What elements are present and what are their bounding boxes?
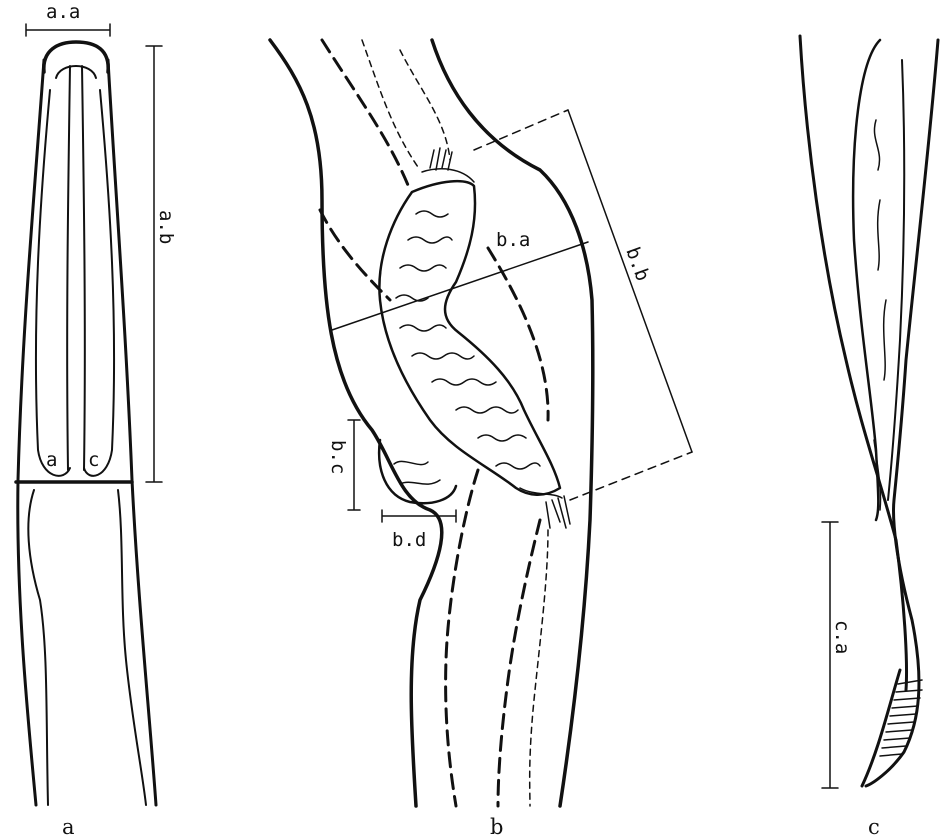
panel-a-gland-a <box>36 90 70 476</box>
panel-c-body-inner-right <box>888 60 904 500</box>
measure-b-c-label: b.c <box>327 440 349 474</box>
panel-a-inner-label-c: c <box>88 449 99 471</box>
panel-b-dashed-lower-3 <box>530 530 548 806</box>
measure-c-a-bar <box>822 522 838 788</box>
measure-c-a-label: c.a <box>831 620 853 654</box>
panel-c-tail-edge <box>862 670 900 786</box>
panel-b-dashed-lower-1 <box>446 470 478 806</box>
panel-c-body-inner-left <box>853 40 880 520</box>
panel-b-dashed-inner-2 <box>362 40 450 170</box>
measure-a-a-bar <box>26 24 110 36</box>
panel-a-gland-c <box>84 90 114 476</box>
panel-a-body-outline-right <box>108 60 156 805</box>
measure-b-d-label: b.d <box>392 529 426 551</box>
measure-a-b-bar <box>146 46 162 482</box>
panel-b-dashed-lower-2 <box>498 520 540 806</box>
panel-a-head-cap <box>44 42 108 72</box>
panel-c-body-outline-right <box>866 40 938 786</box>
panel-b: b.b b.a b.c b.d b <box>270 40 692 839</box>
panel-b-body-outline-left <box>270 40 442 806</box>
panel-b-tail-bulge <box>379 440 456 503</box>
panel-b-dashed-inner-1 <box>322 40 410 190</box>
panel-a-inner-label-a: a <box>46 449 57 471</box>
panel-b-label: b <box>490 815 503 839</box>
panel-a-label: a <box>62 815 75 839</box>
panel-c: c.a c <box>800 36 938 839</box>
measure-b-a-label: b.a <box>496 229 530 251</box>
panel-a-inner-cap <box>56 66 96 78</box>
measure-a-b-label: a.b <box>155 210 177 244</box>
panel-a: a.a a.b a c a <box>16 1 177 839</box>
panel-a-body-outline <box>18 60 44 805</box>
measure-b-d-bar <box>382 510 456 522</box>
measure-b-b-bar <box>568 110 692 452</box>
measure-b-b-label: b.b <box>621 244 653 284</box>
measure-a-a-label: a.a <box>46 1 80 23</box>
panel-c-label: c <box>868 815 880 839</box>
panel-b-spicule-tip-upper <box>422 148 474 182</box>
measure-b-a-bar <box>332 242 588 330</box>
panel-c-body-outline-left <box>800 36 907 690</box>
panel-a-stylet <box>67 66 85 470</box>
panel-b-body-outline-right <box>432 40 593 806</box>
panel-c-inner-marks <box>874 120 886 510</box>
panel-a-lower-inner-right <box>118 490 146 805</box>
panel-b-guide-lower <box>570 452 692 500</box>
panel-b-guide-upper <box>474 110 568 150</box>
